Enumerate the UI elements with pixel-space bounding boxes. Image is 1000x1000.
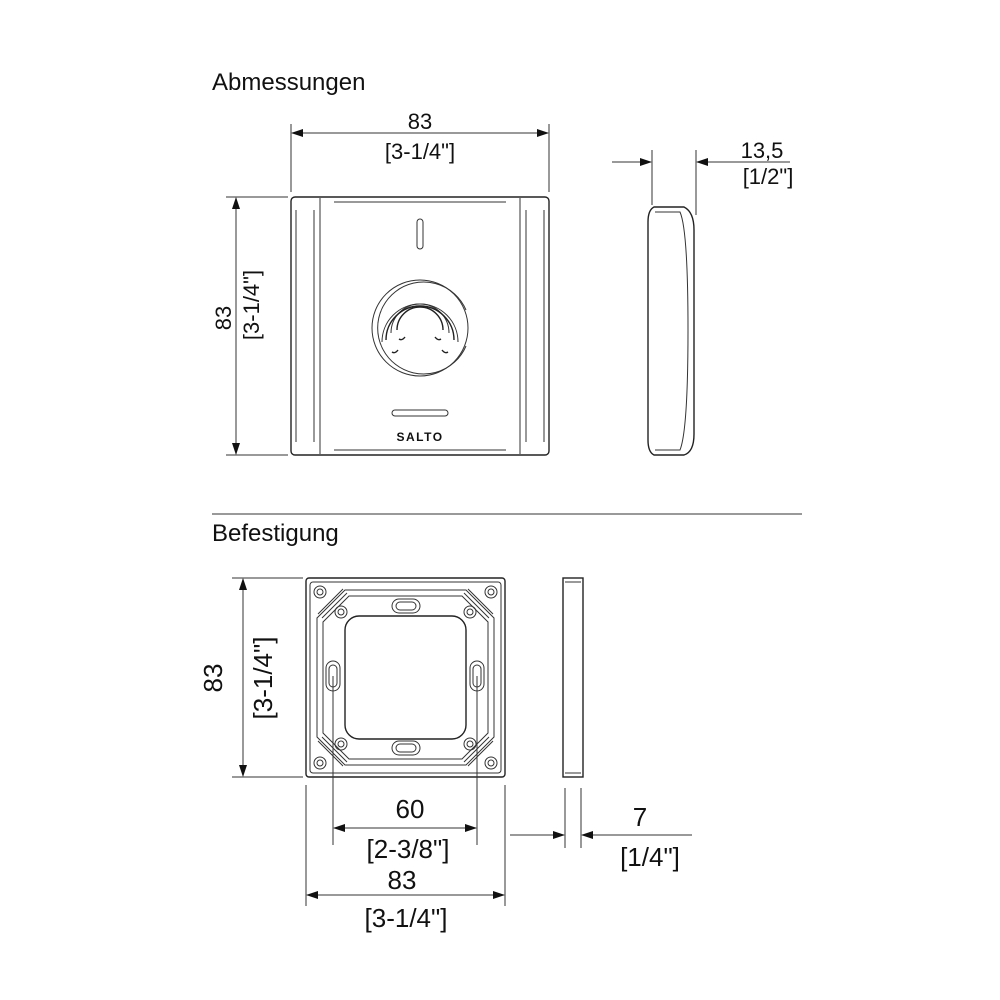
plate-depth-in: [1/4"] [620,842,680,872]
mounting-plate-front-view [305,577,506,778]
plate-width-dimension: 83 [3-1/4"] [305,785,506,933]
plate-height-mm: 83 [198,664,228,693]
plate-height-dimension: 83 [3-1/4"] [198,577,303,778]
plate-hole-spacing-mm: 60 [396,794,425,824]
indicator-bar [391,409,449,417]
device-height-in: [3-1/4"] [239,270,264,340]
brand-logo: SALTO [396,430,443,444]
device-depth-in: [1/2"] [743,164,794,189]
device-width-in: [3-1/4"] [385,139,455,164]
device-width-mm: 83 [408,109,432,134]
section-title-mounting: Befestigung [212,520,339,547]
plate-width-in: [3-1/4"] [365,903,448,933]
device-side-view: 13,5 [1/2"] [612,138,794,456]
contactless-reader-icon [371,279,469,377]
device-depth-mm: 13,5 [741,138,784,163]
slotted-holes [325,598,485,756]
section-title-dimensions: Abmessungen [212,69,365,96]
device-width-dimension: 83 [3-1/4"] [290,109,550,192]
plate-depth-mm: 7 [633,802,647,832]
device-height-mm: 83 [211,306,236,330]
device-height-dimension: 83 [3-1/4"] [211,196,288,456]
device-front-view: SALTO [290,196,550,456]
plate-side-view: 7 [1/4"] [510,577,692,872]
plate-hole-spacing-dimension: 60 [2-3/8"] [332,676,478,864]
plate-hole-spacing-in: [2-3/8"] [367,834,450,864]
plate-height-in: [3-1/4"] [248,637,278,720]
center-opening [344,615,467,740]
led-slot [416,218,424,250]
plate-width-mm: 83 [388,865,417,895]
screw-holes [313,585,498,770]
